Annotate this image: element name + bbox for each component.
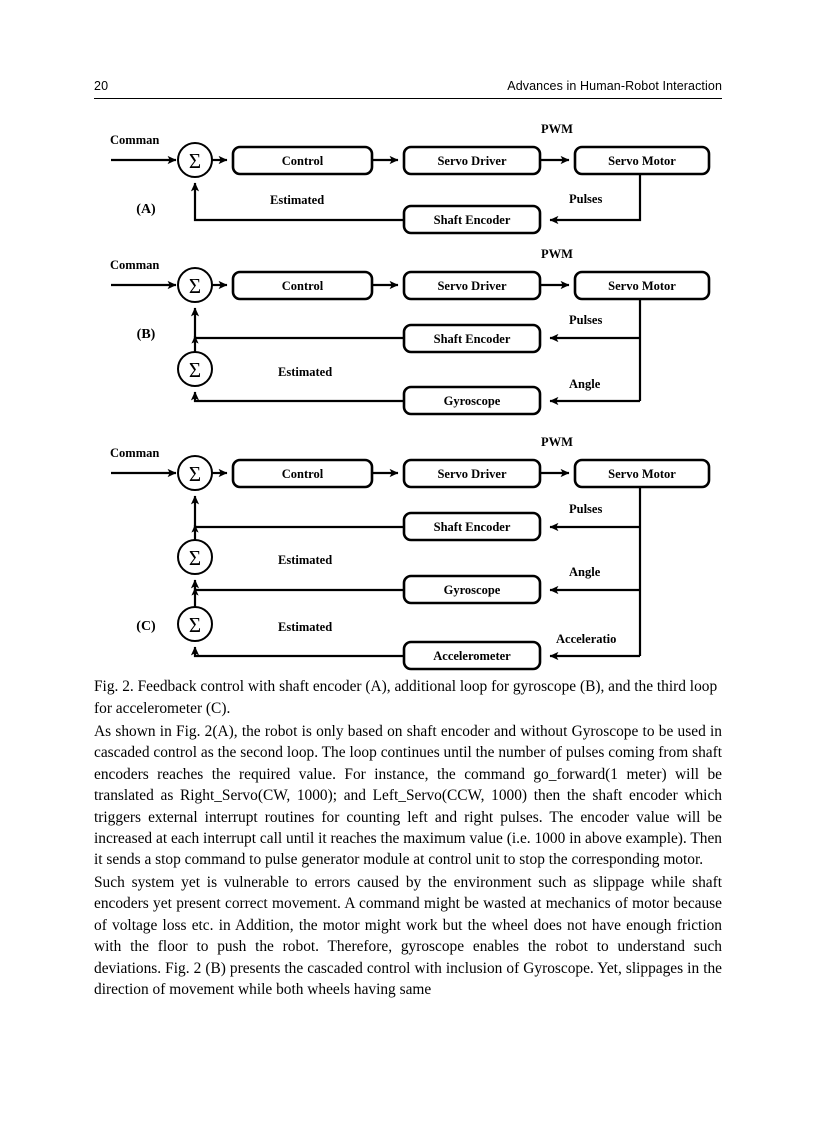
- book-title: Advances in Human-Robot Interaction: [507, 79, 722, 93]
- panel-label-c: (C): [136, 619, 156, 634]
- diagram-a: Σ Control Servo Driver Servo Motor PWM: [110, 122, 711, 235]
- block-gyroscope-c-label: Gyroscope: [444, 583, 501, 597]
- figure-caption: Fig. 2. Feedback control with shaft enco…: [94, 678, 718, 717]
- signal-command-b: Comman: [110, 258, 159, 272]
- signal-pulses-c: Pulses: [569, 502, 602, 516]
- block-shaft-encoder-a-label: Shaft Encoder: [434, 213, 511, 227]
- body-paragraph-2: Such system yet is vulnerable to errors …: [94, 874, 722, 999]
- summing-symbol-c-2: Σ: [189, 546, 201, 570]
- page-header: 20 Advances in Human-Robot Interaction: [94, 78, 722, 100]
- signal-estimated-b: Estimated: [278, 365, 332, 379]
- feedback-encoder-to-sum-a: [190, 182, 404, 222]
- block-control-b-label: Control: [282, 279, 324, 293]
- feedback-encoder-to-sum-b: [190, 307, 404, 340]
- diagram-b: Σ Control Servo Driver Servo Motor PWM C…: [110, 247, 711, 416]
- summing-symbol-a: Σ: [189, 149, 201, 173]
- summing-symbol-c-1: Σ: [189, 462, 201, 486]
- block-servo-motor-c-label: Servo Motor: [608, 467, 676, 481]
- feedback-encoder-to-sum1-c: [190, 495, 404, 529]
- block-gyroscope-b-label: Gyroscope: [444, 394, 501, 408]
- signal-pulses-b: Pulses: [569, 313, 602, 327]
- signal-command-c: Comman: [110, 446, 159, 460]
- block-servo-motor-a: [573, 145, 711, 176]
- feedback-accelerometer-to-sum3-c: [190, 646, 404, 658]
- feedback-gyroscope-to-sum2-c: [190, 579, 404, 592]
- block-accelerometer-c-label: Accelerometer: [433, 649, 511, 663]
- signal-estimated-c-2: Estimated: [278, 620, 332, 634]
- feedback-gyroscope-to-sum2-b: [190, 391, 404, 403]
- signal-angle-c: Angle: [569, 565, 601, 579]
- block-servo-driver-b-label: Servo Driver: [437, 279, 507, 293]
- block-servo-motor-a-label: Servo Motor: [608, 154, 676, 168]
- signal-estimated-a: Estimated: [270, 193, 324, 207]
- header-divider: [94, 98, 722, 99]
- signal-pwm-b: PWM: [541, 247, 573, 261]
- signal-command-a: Comman: [110, 133, 159, 147]
- signal-pulses-a: Pulses: [569, 192, 602, 206]
- summing-symbol-b-2: Σ: [189, 358, 201, 382]
- figure-2: .bx { fill:#ffffff; stroke:#000000; stro…: [110, 122, 711, 671]
- block-servo-motor-c: [573, 458, 711, 489]
- block-servo-driver-c-label: Servo Driver: [437, 467, 507, 481]
- diagram-c: Σ Control Servo Driver Servo Motor PWM C…: [110, 435, 711, 671]
- summing-symbol-b-1: Σ: [189, 274, 201, 298]
- signal-angle-b: Angle: [569, 377, 601, 391]
- block-shaft-encoder-b-label: Shaft Encoder: [434, 332, 511, 346]
- signal-estimated-c-1: Estimated: [278, 553, 332, 567]
- feedback-motor-to-encoder-a: [549, 174, 642, 225]
- block-control-a-label: Control: [282, 154, 324, 168]
- block-servo-motor-b-label: Servo Motor: [608, 279, 676, 293]
- block-servo-motor-b: [573, 270, 711, 301]
- page-number: 20: [94, 79, 109, 93]
- signal-pwm-a: PWM: [541, 122, 573, 136]
- panel-label-a: (A): [136, 202, 156, 217]
- block-servo-driver-a-label: Servo Driver: [437, 154, 507, 168]
- signal-acceleration-c: Acceleratio: [556, 632, 616, 646]
- body-paragraph-1: As shown in Fig. 2(A), the robot is only…: [94, 723, 722, 869]
- summing-symbol-c-3: Σ: [189, 613, 201, 637]
- block-shaft-encoder-c-label: Shaft Encoder: [434, 520, 511, 534]
- block-control-c-label: Control: [282, 467, 324, 481]
- signal-pwm-c: PWM: [541, 435, 573, 449]
- panel-label-b: (B): [137, 327, 156, 342]
- figure-2-svg: .bx { fill:#ffffff; stroke:#000000; stro…: [110, 122, 711, 671]
